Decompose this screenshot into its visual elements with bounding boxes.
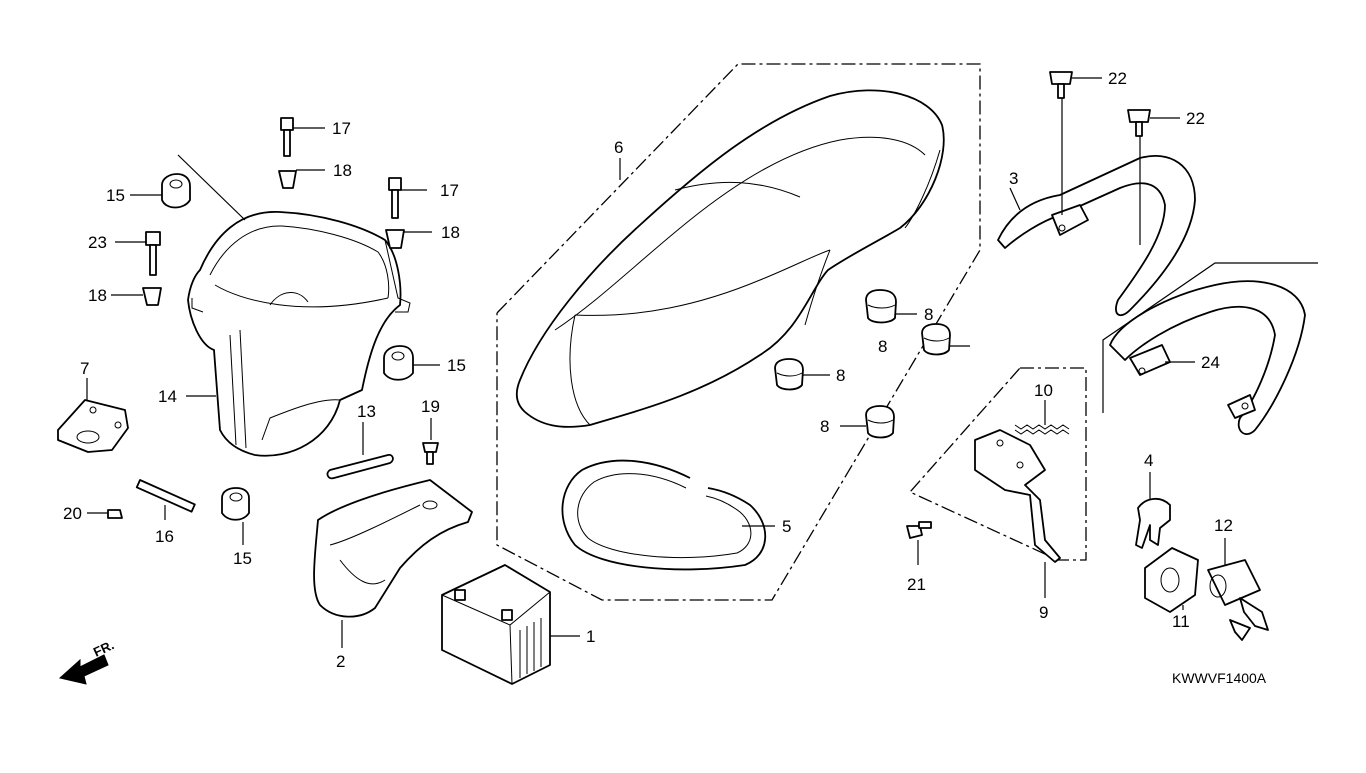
- key-cylinder: [1207, 559, 1269, 641]
- seat-lock-spring: [1014, 424, 1070, 435]
- grab-rail-front: [997, 155, 1196, 317]
- seat-rubber-stoppers: [774, 289, 951, 439]
- clip: [422, 442, 439, 465]
- callout-16: 16: [155, 527, 174, 546]
- callout-17-a: 17: [332, 119, 351, 138]
- callout-22-a: 22: [1108, 69, 1127, 88]
- callout-6: 6: [614, 138, 623, 157]
- seat-lock-outline: [908, 367, 1087, 561]
- callout-21: 21: [907, 575, 926, 594]
- grab-rail-outline: [1102, 262, 1318, 413]
- callout-5: 5: [782, 517, 791, 536]
- battery: [441, 564, 551, 685]
- luggage-box-bracket: [57, 399, 196, 519]
- callout-22-b: 22: [1186, 109, 1205, 128]
- callout-20: 20: [63, 504, 82, 523]
- callout-13: 13: [357, 402, 376, 421]
- seat: [515, 89, 945, 428]
- callout-18-c: 18: [88, 286, 107, 305]
- callout-23: 23: [88, 233, 107, 252]
- callout-8-d: 8: [820, 417, 829, 436]
- callout-8-c: 8: [836, 366, 845, 385]
- callout-12: 12: [1214, 516, 1233, 535]
- diagram-code: KWWVF1400A: [1172, 670, 1267, 686]
- callout-18-b: 18: [441, 223, 460, 242]
- screw-21: [906, 521, 932, 539]
- front-direction-arrow: [58, 654, 109, 685]
- callout-18-a: 18: [333, 161, 352, 180]
- front-marker-label: FR.: [91, 637, 116, 659]
- grab-rail-rear: [1109, 280, 1306, 435]
- callout-10: 10: [1034, 381, 1053, 400]
- luggage-box: [187, 211, 411, 457]
- seat-lock: [974, 429, 1061, 563]
- seal-strip: [326, 454, 394, 480]
- bolts-and-collars: [142, 117, 405, 306]
- callout-9: 9: [1039, 603, 1048, 622]
- callout-labels: 1 2 3 4 5 6 7 8 8 8 8 9 10 11 12 13 14 1…: [63, 69, 1267, 686]
- callout-15-c: 15: [233, 549, 252, 568]
- lock-cover: [1135, 498, 1171, 549]
- battery-cover: [313, 479, 473, 618]
- callout-8-a: 8: [924, 305, 933, 324]
- callout-8-b: 8: [878, 337, 887, 356]
- lock-plate: [1144, 547, 1199, 613]
- callout-3: 3: [1009, 169, 1018, 188]
- callout-4: 4: [1144, 451, 1153, 470]
- callout-11: 11: [1172, 612, 1190, 631]
- callout-15-a: 15: [106, 186, 125, 205]
- leader-lines: [86, 77, 1226, 648]
- callout-14: 14: [158, 387, 177, 406]
- callout-15-b: 15: [447, 356, 466, 375]
- callout-17-b: 17: [440, 181, 459, 200]
- callout-7: 7: [80, 359, 89, 378]
- grab-rail-bolts: [1049, 71, 1151, 137]
- seat-band: [561, 459, 767, 571]
- rubber-mounts: [161, 173, 414, 521]
- callout-1: 1: [586, 627, 595, 646]
- callout-2: 2: [336, 652, 345, 671]
- callout-24: 24: [1201, 353, 1220, 372]
- callout-19: 19: [421, 397, 440, 416]
